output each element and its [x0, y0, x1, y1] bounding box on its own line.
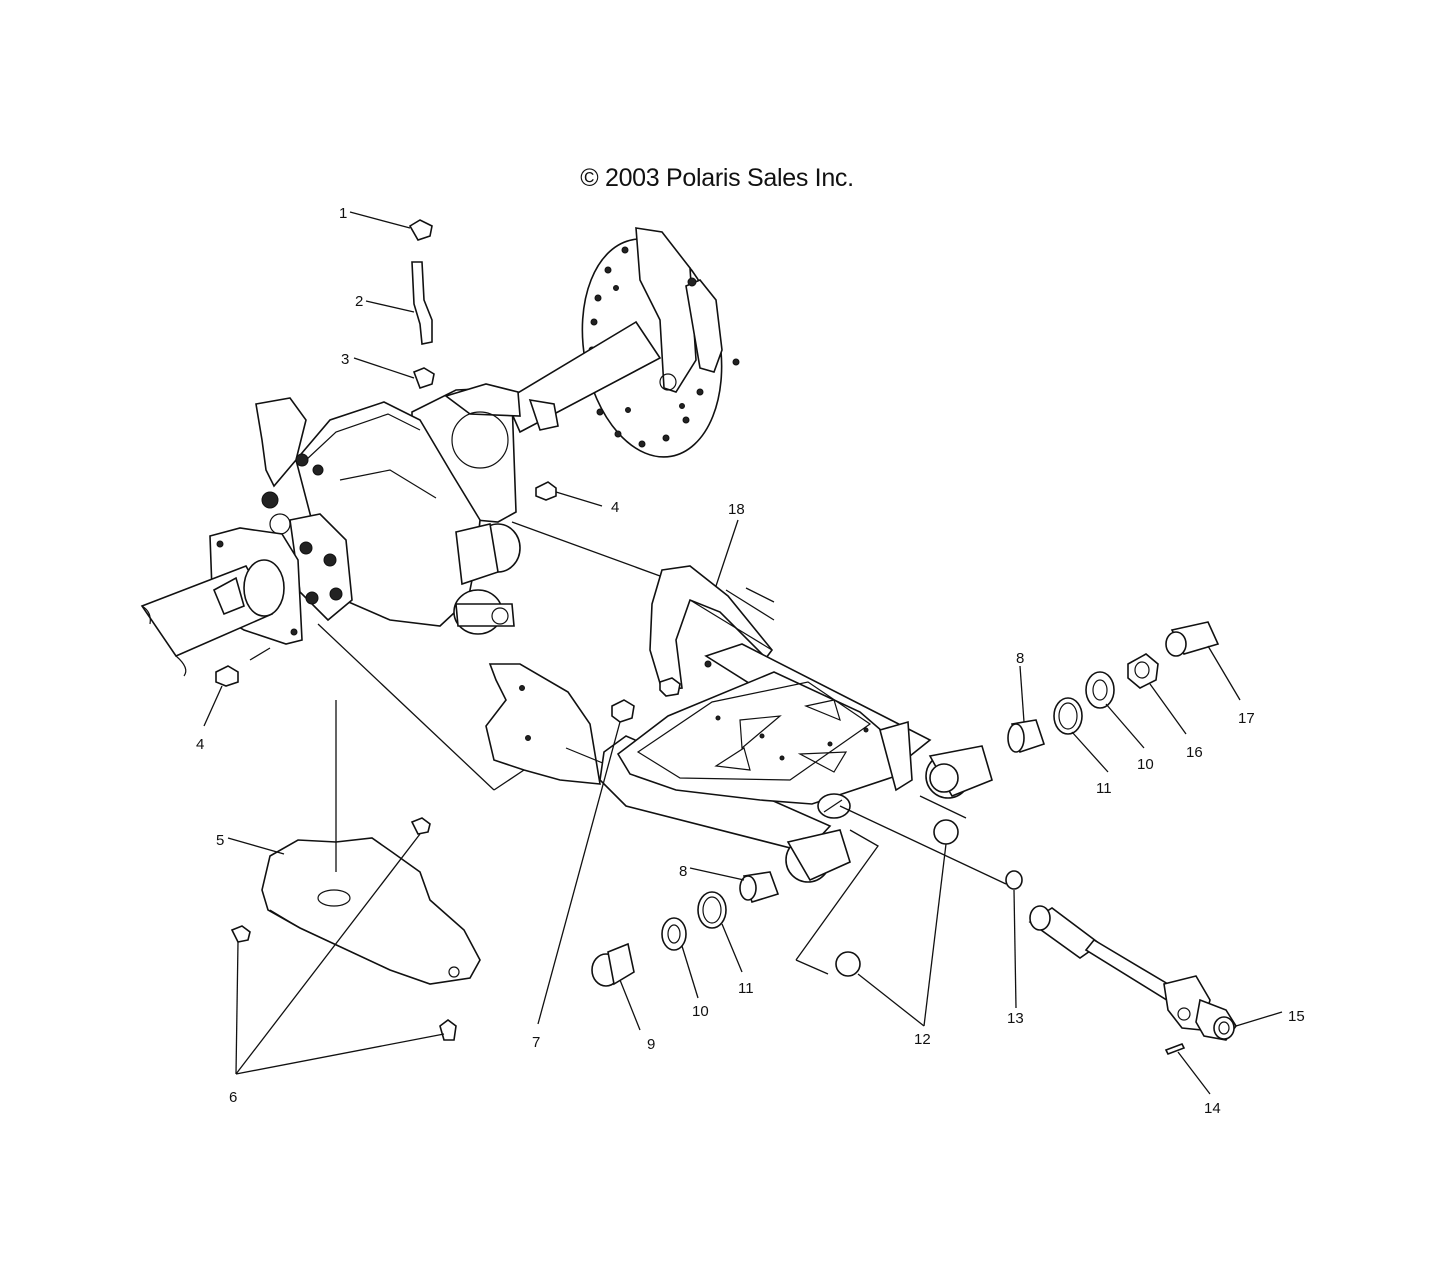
leader-lines — [203, 211, 1283, 1095]
copyright-notice: © 2003 Polaris Sales Inc. — [580, 164, 854, 192]
rear-axle-assembly — [140, 227, 740, 677]
callout-15: 15 — [1288, 1008, 1305, 1025]
callout-7: 7 — [532, 1034, 540, 1051]
callout-17: 17 — [1238, 710, 1255, 727]
callout-5: 5 — [216, 832, 224, 849]
small-parts — [215, 219, 1237, 1056]
callout-14: 14 — [1204, 1100, 1221, 1117]
callout-18: 18 — [728, 501, 745, 518]
callout-4-upper: 4 — [611, 499, 619, 516]
callout-8-lower: 8 — [679, 863, 687, 880]
callout-10-upper: 10 — [1137, 756, 1154, 773]
skid-plate — [261, 837, 481, 985]
callout-16: 16 — [1186, 744, 1203, 761]
callout-labels: 1 2 3 4 4 5 6 7 8 8 9 10 10 11 11 12 13 … — [196, 205, 1305, 1117]
callout-11-lower: 11 — [738, 980, 754, 997]
swing-arm-frame — [485, 565, 993, 883]
callout-8-upper: 8 — [1016, 650, 1024, 667]
callout-11-upper: 11 — [1096, 780, 1112, 797]
callout-12: 12 — [914, 1031, 931, 1048]
callout-6: 6 — [229, 1089, 237, 1106]
callout-4-lower: 4 — [196, 736, 204, 753]
callout-2: 2 — [355, 293, 363, 310]
callout-10-lower: 10 — [692, 1003, 709, 1020]
callout-1: 1 — [339, 205, 347, 222]
callout-13: 13 — [1007, 1010, 1024, 1027]
callout-9: 9 — [647, 1036, 655, 1053]
callout-3: 3 — [341, 351, 349, 368]
